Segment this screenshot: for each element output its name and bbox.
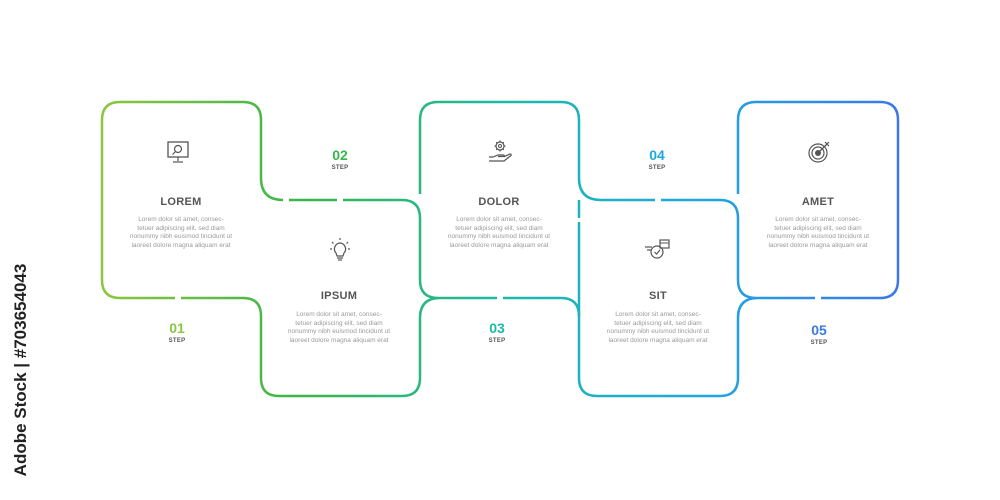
- step-number-05: 05: [811, 322, 827, 338]
- presentation-icon: [167, 141, 189, 163]
- step-body-line: Lorem dolor sit amet, consec-: [615, 311, 701, 318]
- step-body-line: nonummy nibh euismod tincidunt ut: [129, 233, 233, 240]
- step-label-03: STEP: [488, 338, 506, 344]
- step-box-02: [259, 296, 497, 398]
- step-title-01: LOREM: [160, 196, 202, 208]
- step-box-03: [418, 100, 655, 202]
- step-body-line: nonummy nibh euismod tincidunt ut: [287, 328, 391, 335]
- step-body-line: laoreet dolore magna aliquam erat: [289, 336, 389, 344]
- step-label-01: STEP: [168, 338, 186, 344]
- step-box-01: [100, 100, 284, 300]
- step-box-05-left: [736, 218, 757, 300]
- step-body-line: Lorem dolor sit amet, consec-: [138, 216, 224, 223]
- step-body-05: Lorem dolor sit amet, consec- tetuer adi…: [743, 216, 893, 250]
- step-number-01: 01: [169, 320, 185, 336]
- step-body-line: nonummy nibh euismod tincidunt ut: [766, 233, 870, 240]
- step-body-line: laoreet dolore magna aliquam erat: [608, 336, 708, 344]
- lightbulb-icon: [330, 238, 350, 261]
- step-box-05: [736, 100, 900, 300]
- stock-watermark-text: Adobe Stock | #703654043: [11, 263, 30, 477]
- step-body-line: Lorem dolor sit amet, consec-: [296, 311, 382, 318]
- step-number-04: 04: [649, 147, 665, 163]
- step-body-line: tetuer adipiscing elit, sed diam: [137, 224, 225, 232]
- step-box-01-tail: [181, 296, 263, 317]
- step-title-05: AMET: [801, 196, 835, 208]
- step-body-line: laoreet dolore magna aliquam erat: [449, 241, 549, 249]
- gear-hand-icon: [489, 140, 512, 162]
- step-body-line: nonummy nibh euismod tincidunt ut: [606, 328, 710, 335]
- target-icon: [808, 141, 830, 163]
- step-box-04: [577, 222, 815, 398]
- stock-watermark: Adobe Stock | #703654043: [0, 0, 43, 500]
- step-body-line: Lorem dolor sit amet, consec-: [456, 216, 542, 223]
- step-body-line: nonummy nibh euismod tincidunt ut: [447, 233, 551, 240]
- step-label-02: STEP: [331, 165, 349, 171]
- clock-calendar-icon: [645, 239, 670, 259]
- step-box-02-top: [289, 198, 422, 219]
- step-body-line: laoreet dolore magna aliquam erat: [768, 241, 868, 249]
- step-number-02: 02: [332, 147, 348, 163]
- step-body-04: Lorem dolor sit amet, consec- tetuer adi…: [583, 311, 733, 345]
- step-body-line: tetuer adipiscing elit, sed diam: [614, 319, 702, 327]
- step-body-03: Lorem dolor sit amet, consec- tetuer adi…: [424, 216, 574, 250]
- step-title-03: DOLOR: [478, 196, 520, 208]
- step-title-04: SIT: [648, 290, 667, 302]
- step-body-01: Lorem dolor sit amet, consec- tetuer adi…: [106, 216, 256, 250]
- step-box-04-top: [577, 198, 740, 219]
- step-body-line: Lorem dolor sit amet, consec-: [775, 216, 861, 223]
- step-body-line: tetuer adipiscing elit, sed diam: [455, 224, 543, 232]
- step-body-line: tetuer adipiscing elit, sed diam: [295, 319, 383, 327]
- step-title-02: IPSUM: [320, 290, 358, 302]
- step-body-line: laoreet dolore magna aliquam erat: [131, 241, 231, 249]
- step-body-line: tetuer adipiscing elit, sed diam: [774, 224, 862, 232]
- step-label-05: STEP: [810, 340, 828, 346]
- step-number-03: 03: [489, 320, 505, 336]
- step-body-02: Lorem dolor sit amet, consec- tetuer adi…: [264, 311, 414, 345]
- step-label-04: STEP: [648, 165, 666, 171]
